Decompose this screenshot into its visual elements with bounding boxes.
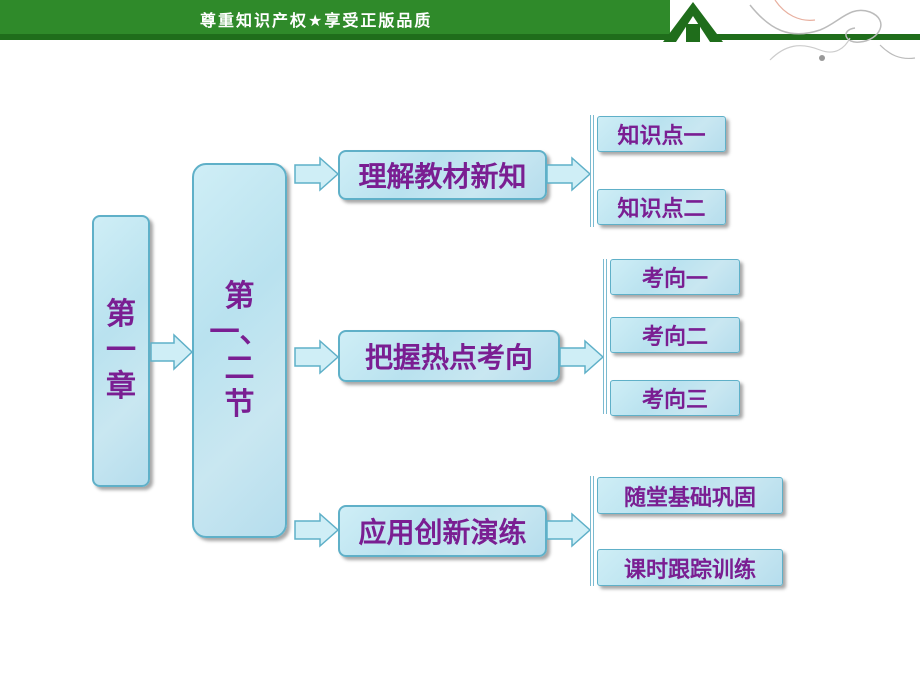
section-char: 节: [224, 386, 255, 422]
arrow-section-to-branch-3: [294, 512, 340, 548]
header-strip: [0, 0, 670, 36]
branch-box-1: 理解教材新知: [338, 150, 547, 200]
branch-3-bracket: [590, 476, 594, 586]
section-char: 第: [224, 278, 255, 314]
arrow-section-to-branch-2: [294, 339, 340, 375]
decorative-swirl-icon: [749, 0, 916, 61]
item-direction-3: 考向三: [610, 380, 740, 416]
header-slogan: 尊重知识产权★享受正版品质: [200, 11, 433, 30]
branch-box-2: 把握热点考向: [338, 330, 560, 382]
chapter-char: 一: [106, 333, 136, 368]
item-knowledge-1: 知识点一: [597, 116, 726, 152]
section-char: 二: [224, 350, 255, 386]
branch-box-3: 应用创新演练: [338, 505, 547, 557]
chapter-char: 章: [106, 369, 136, 404]
item-direction-2: 考向二: [610, 317, 740, 353]
arrow-chapter-to-section: [150, 333, 194, 371]
chapter-char: 第: [106, 297, 136, 332]
section-char: 一、: [209, 314, 270, 350]
header-bar: 尊重知识产权★享受正版品质: [0, 0, 920, 61]
section-box: 第 一、 二 节: [192, 163, 287, 538]
branch-1-bracket: [590, 115, 594, 227]
arrow-section-to-branch-1: [294, 156, 340, 192]
branch-2-bracket: [603, 259, 607, 414]
chapter-box: 第 一 章: [92, 215, 150, 487]
arrow-branch-1-to-items: [546, 156, 592, 192]
house-logo-icon: [663, 2, 723, 42]
arrow-branch-2-to-items: [559, 339, 605, 375]
item-practice-2: 课时跟踪训练: [597, 549, 783, 586]
item-knowledge-2: 知识点二: [597, 189, 726, 225]
arrow-branch-3-to-items: [546, 512, 592, 548]
header-underline: [0, 34, 920, 40]
item-direction-1: 考向一: [610, 259, 740, 295]
item-practice-1: 随堂基础巩固: [597, 477, 783, 514]
